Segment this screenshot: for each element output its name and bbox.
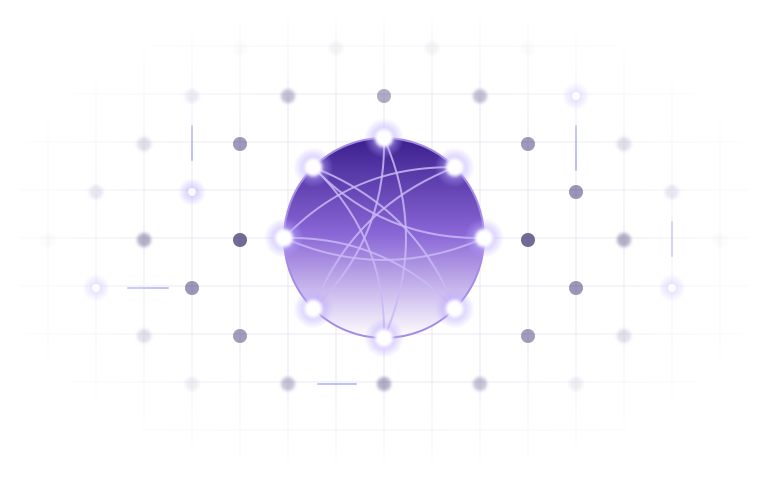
- grid-dot: [233, 137, 247, 151]
- grid-dot: [137, 137, 151, 151]
- network-node-icon: [364, 318, 404, 358]
- grid-dot: [185, 377, 199, 391]
- network-arcs: [283, 137, 485, 339]
- grid-dot: [569, 377, 583, 391]
- network-arc: [283, 166, 455, 239]
- grid-dot: [41, 233, 55, 247]
- grid-dot: [377, 89, 391, 103]
- network-arc: [383, 137, 407, 339]
- network-arc: [312, 166, 386, 339]
- grid-dot: [521, 329, 535, 343]
- grid-dot: [617, 233, 631, 247]
- node-center: [448, 161, 461, 174]
- network-node-icon: [464, 218, 504, 258]
- accent-lines: [127, 125, 673, 385]
- network-node-icon: [293, 147, 334, 188]
- grid-dot: [521, 137, 535, 151]
- grid-dot: [569, 185, 583, 199]
- network-arc: [283, 237, 485, 261]
- grid-dot: [233, 329, 247, 343]
- grid-dot: [425, 41, 439, 55]
- node-center: [378, 132, 390, 144]
- grid-dot: [569, 281, 583, 295]
- network-node-icon: [293, 288, 334, 329]
- grid-dots: [41, 41, 727, 391]
- node-center: [378, 332, 390, 344]
- sparkle-core: [188, 188, 196, 196]
- network-node-icon: [434, 288, 475, 329]
- grid-dot: [281, 377, 295, 391]
- grid-dot: [137, 233, 151, 247]
- globe-icon: [264, 118, 504, 358]
- node-center: [307, 161, 320, 174]
- network-arc: [312, 166, 485, 240]
- sparkle-core: [668, 284, 676, 292]
- grid-dot: [89, 185, 103, 199]
- grid-dot: [137, 329, 151, 343]
- sparkle-core: [92, 284, 100, 292]
- network-arc: [283, 236, 456, 310]
- node-center: [478, 232, 490, 244]
- node-center: [307, 302, 320, 315]
- grid-dot: [617, 329, 631, 343]
- sparkle-core: [572, 92, 580, 100]
- grid-dot: [233, 233, 247, 247]
- grid-dot: [665, 185, 679, 199]
- grid-dot: [185, 281, 199, 295]
- grid-dot: [473, 377, 487, 391]
- grid-dot: [377, 377, 391, 391]
- grid-dot: [233, 41, 247, 55]
- grid-dot: [713, 233, 727, 247]
- network-arc: [312, 166, 456, 310]
- node-center: [278, 232, 290, 244]
- network-arc: [312, 166, 456, 310]
- grid-dot: [329, 41, 343, 55]
- grid-dot: [521, 41, 535, 55]
- network-nodes: [264, 118, 504, 358]
- network-arc: [312, 137, 386, 310]
- grid-dot: [185, 89, 199, 103]
- grid-dot: [473, 89, 487, 103]
- network-node-icon: [434, 147, 475, 188]
- sparkle-dots: [82, 82, 686, 302]
- network-node-icon: [264, 218, 304, 258]
- grid-dot: [281, 89, 295, 103]
- grid-dot: [521, 233, 535, 247]
- node-center: [448, 302, 461, 315]
- network-node-icon: [364, 118, 404, 158]
- grid-dot: [617, 137, 631, 151]
